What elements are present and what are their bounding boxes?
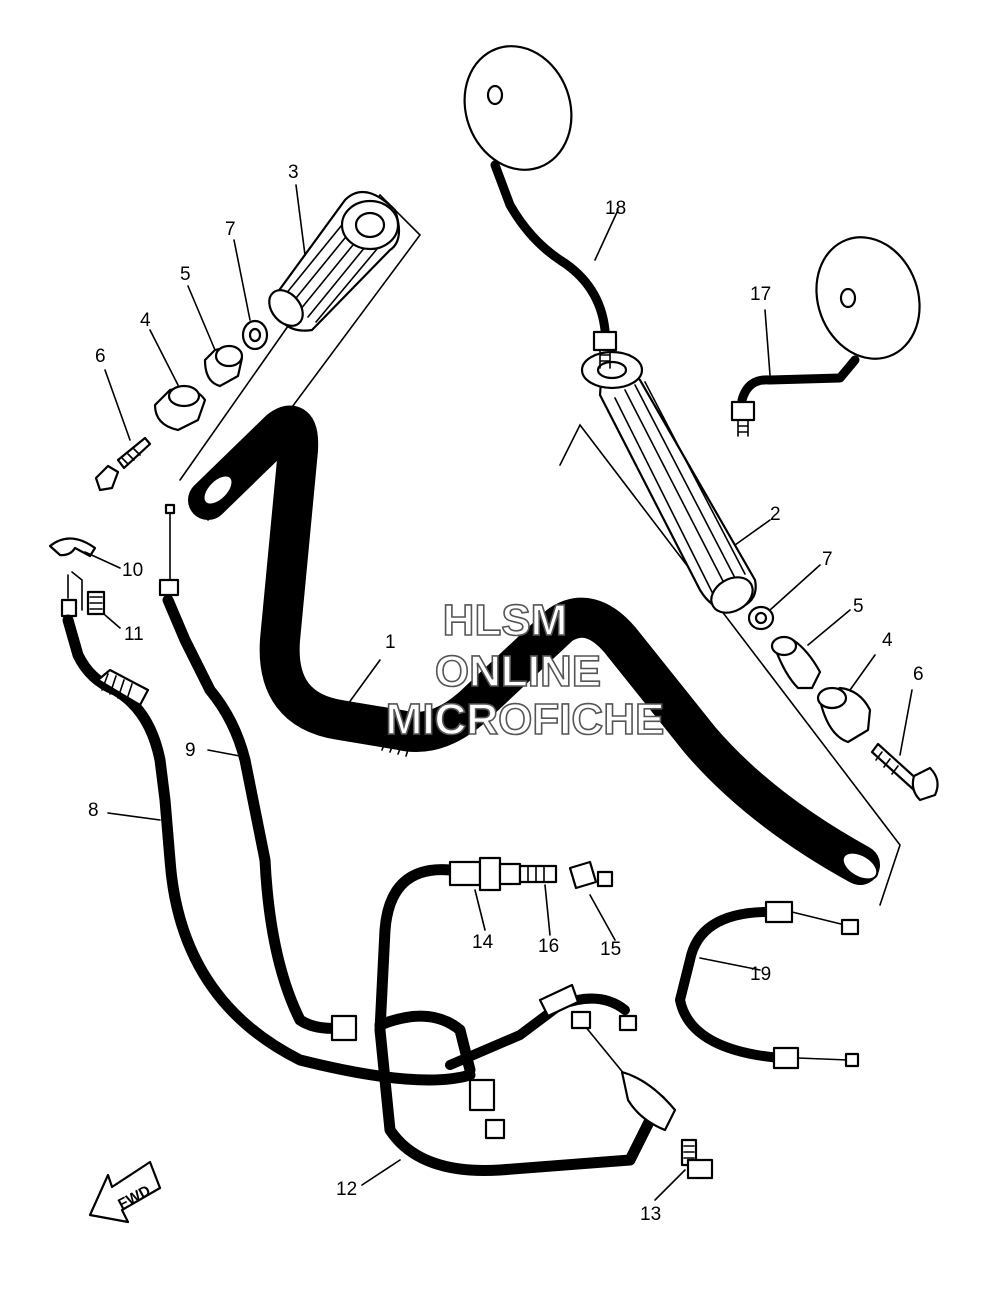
callout-labels: 1 2 3 4 4 5 5 6 6 7 7 8 9 10 11 12 13 14… [88, 162, 924, 1225]
adjuster-screw [518, 864, 558, 884]
mirror-left [463, 45, 618, 369]
callout-3: 3 [288, 162, 299, 183]
callout-11: 11 [124, 624, 144, 645]
throttle-cable-upper [158, 503, 358, 1042]
clutch-cable [60, 574, 476, 1086]
callout-8: 8 [88, 800, 99, 821]
right-washer [747, 605, 775, 631]
callout-4-right: 4 [882, 630, 893, 651]
watermark-line-2: ONLINE [435, 647, 601, 696]
left-end-bolt [94, 436, 152, 492]
adjuster-nut [568, 860, 614, 890]
callout-18: 18 [605, 198, 626, 219]
throttle-cable-ends [445, 983, 677, 1140]
callout-12: 12 [336, 1179, 357, 1200]
throttle-cable-loop [374, 864, 666, 1176]
left-grip [268, 190, 401, 332]
cable-adjuster [448, 856, 522, 892]
callout-5-right: 5 [853, 596, 864, 617]
callout-19: 19 [750, 964, 771, 985]
callout-15: 15 [600, 939, 621, 960]
callout-10: 10 [122, 560, 143, 581]
right-end-bolt [870, 742, 939, 802]
right-grip-end-weight [816, 686, 872, 744]
left-collar [203, 344, 244, 388]
left-grip-end-weight [153, 384, 207, 432]
callout-17: 17 [750, 284, 771, 305]
watermark: HLSM ONLINE MICROFICHE [385, 595, 665, 745]
callout-14: 14 [472, 932, 494, 953]
fwd-arrow: FWD [88, 1160, 162, 1224]
brake-switch-cable [675, 900, 860, 1070]
callout-9: 9 [185, 740, 196, 761]
callout-5-left: 5 [180, 264, 191, 285]
callout-1: 1 [385, 632, 396, 653]
callout-2: 2 [770, 504, 781, 525]
callout-7-right: 7 [822, 549, 833, 570]
callout-6-right: 6 [913, 664, 924, 685]
callout-7-left: 7 [225, 219, 236, 240]
left-washer [241, 319, 269, 351]
clip-screw [86, 590, 106, 616]
watermark-line-1: HLSM [443, 596, 568, 645]
leader-lines [84, 184, 913, 1201]
clutch-cable-clip [48, 537, 97, 611]
callout-16: 16 [538, 936, 559, 957]
cable-holder-bolt [680, 1138, 714, 1180]
right-grip-throttle [580, 350, 757, 614]
callout-13: 13 [640, 1204, 661, 1225]
callout-4-left: 4 [140, 310, 151, 331]
watermark-line-3: MICROFICHE [386, 695, 665, 744]
mirror-right [730, 236, 921, 437]
callout-6-left: 6 [95, 346, 106, 367]
right-collar [770, 635, 822, 690]
handlebar [179, 193, 901, 906]
